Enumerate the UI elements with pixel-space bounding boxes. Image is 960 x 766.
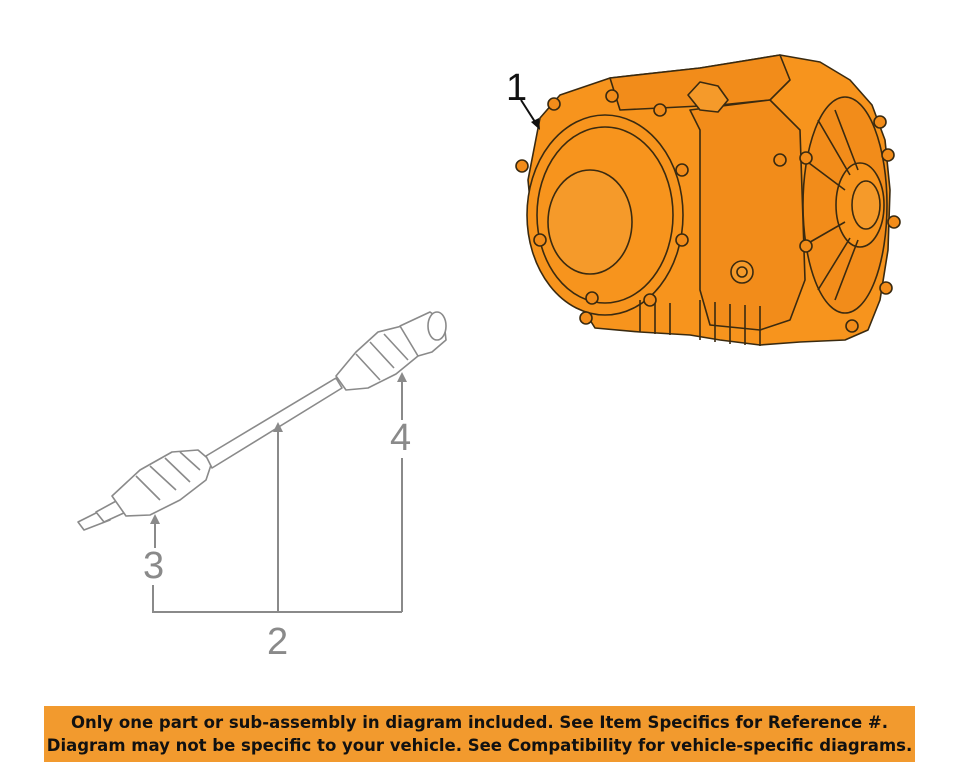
disclaimer-banner: Only one part or sub-assembly in diagram… xyxy=(44,706,915,762)
axle-shaft-assembly xyxy=(77,311,447,531)
leader-arrows-gray xyxy=(150,372,407,524)
callout-3: 3 xyxy=(143,545,164,587)
callout-4: 4 xyxy=(390,417,411,459)
disclaimer-line-1: Only one part or sub-assembly in diagram… xyxy=(70,713,889,732)
leader-arrow-1 xyxy=(531,118,540,130)
callout-2: 2 xyxy=(267,621,288,663)
callout-1: 1 xyxy=(506,67,527,109)
parts-diagram: 1 2 3 4 xyxy=(77,54,901,663)
differential-assembly xyxy=(515,54,901,346)
disclaimer-line-2: Diagram may not be specific to your vehi… xyxy=(46,736,913,755)
leader-lines-gray xyxy=(152,378,403,613)
